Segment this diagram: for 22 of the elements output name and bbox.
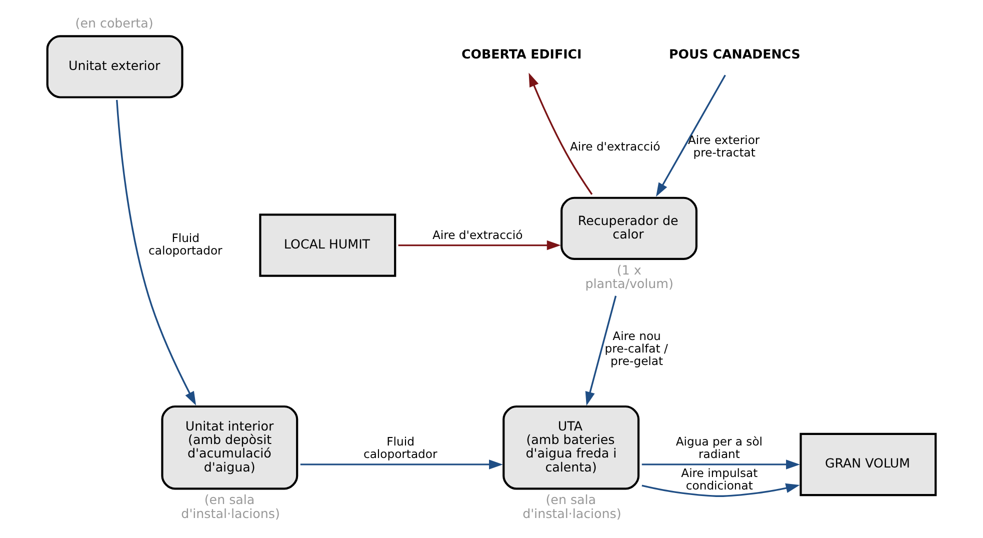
- edge-label: Aire exterior pre-tractat: [688, 132, 760, 160]
- arrow: [642, 460, 800, 470]
- arrow: [656, 74, 726, 197]
- edge-label: Fluid caloportador: [148, 230, 222, 258]
- node-label: (1 x planta/volum): [585, 262, 674, 292]
- node-text: POUS CANADENCS: [669, 46, 800, 62]
- node-label: (en sala d'instal·lacions): [181, 492, 280, 521]
- edge-label: Fluid caloportador: [363, 434, 438, 461]
- arrow: [116, 100, 196, 406]
- edge-label: Aigua per a sòl radiant: [676, 434, 763, 461]
- edge-label: Aire nou pre-calfat / pre-gelat: [604, 328, 668, 368]
- edge-label: Aire impulsat condicionat: [681, 466, 758, 493]
- arrow: [528, 72, 593, 195]
- arrow: [585, 296, 617, 406]
- arrow: [300, 460, 503, 470]
- arrow: [398, 240, 561, 250]
- node-label: (en coberta): [75, 15, 154, 30]
- edge-label: Aire d'extracció: [432, 228, 523, 242]
- node-text: COBERTA EDIFICI: [461, 46, 582, 62]
- edge-label: Aire d'extracció: [570, 139, 660, 154]
- arrow: [642, 483, 800, 497]
- node-label: (en sala d'instal·lacions): [522, 492, 622, 521]
